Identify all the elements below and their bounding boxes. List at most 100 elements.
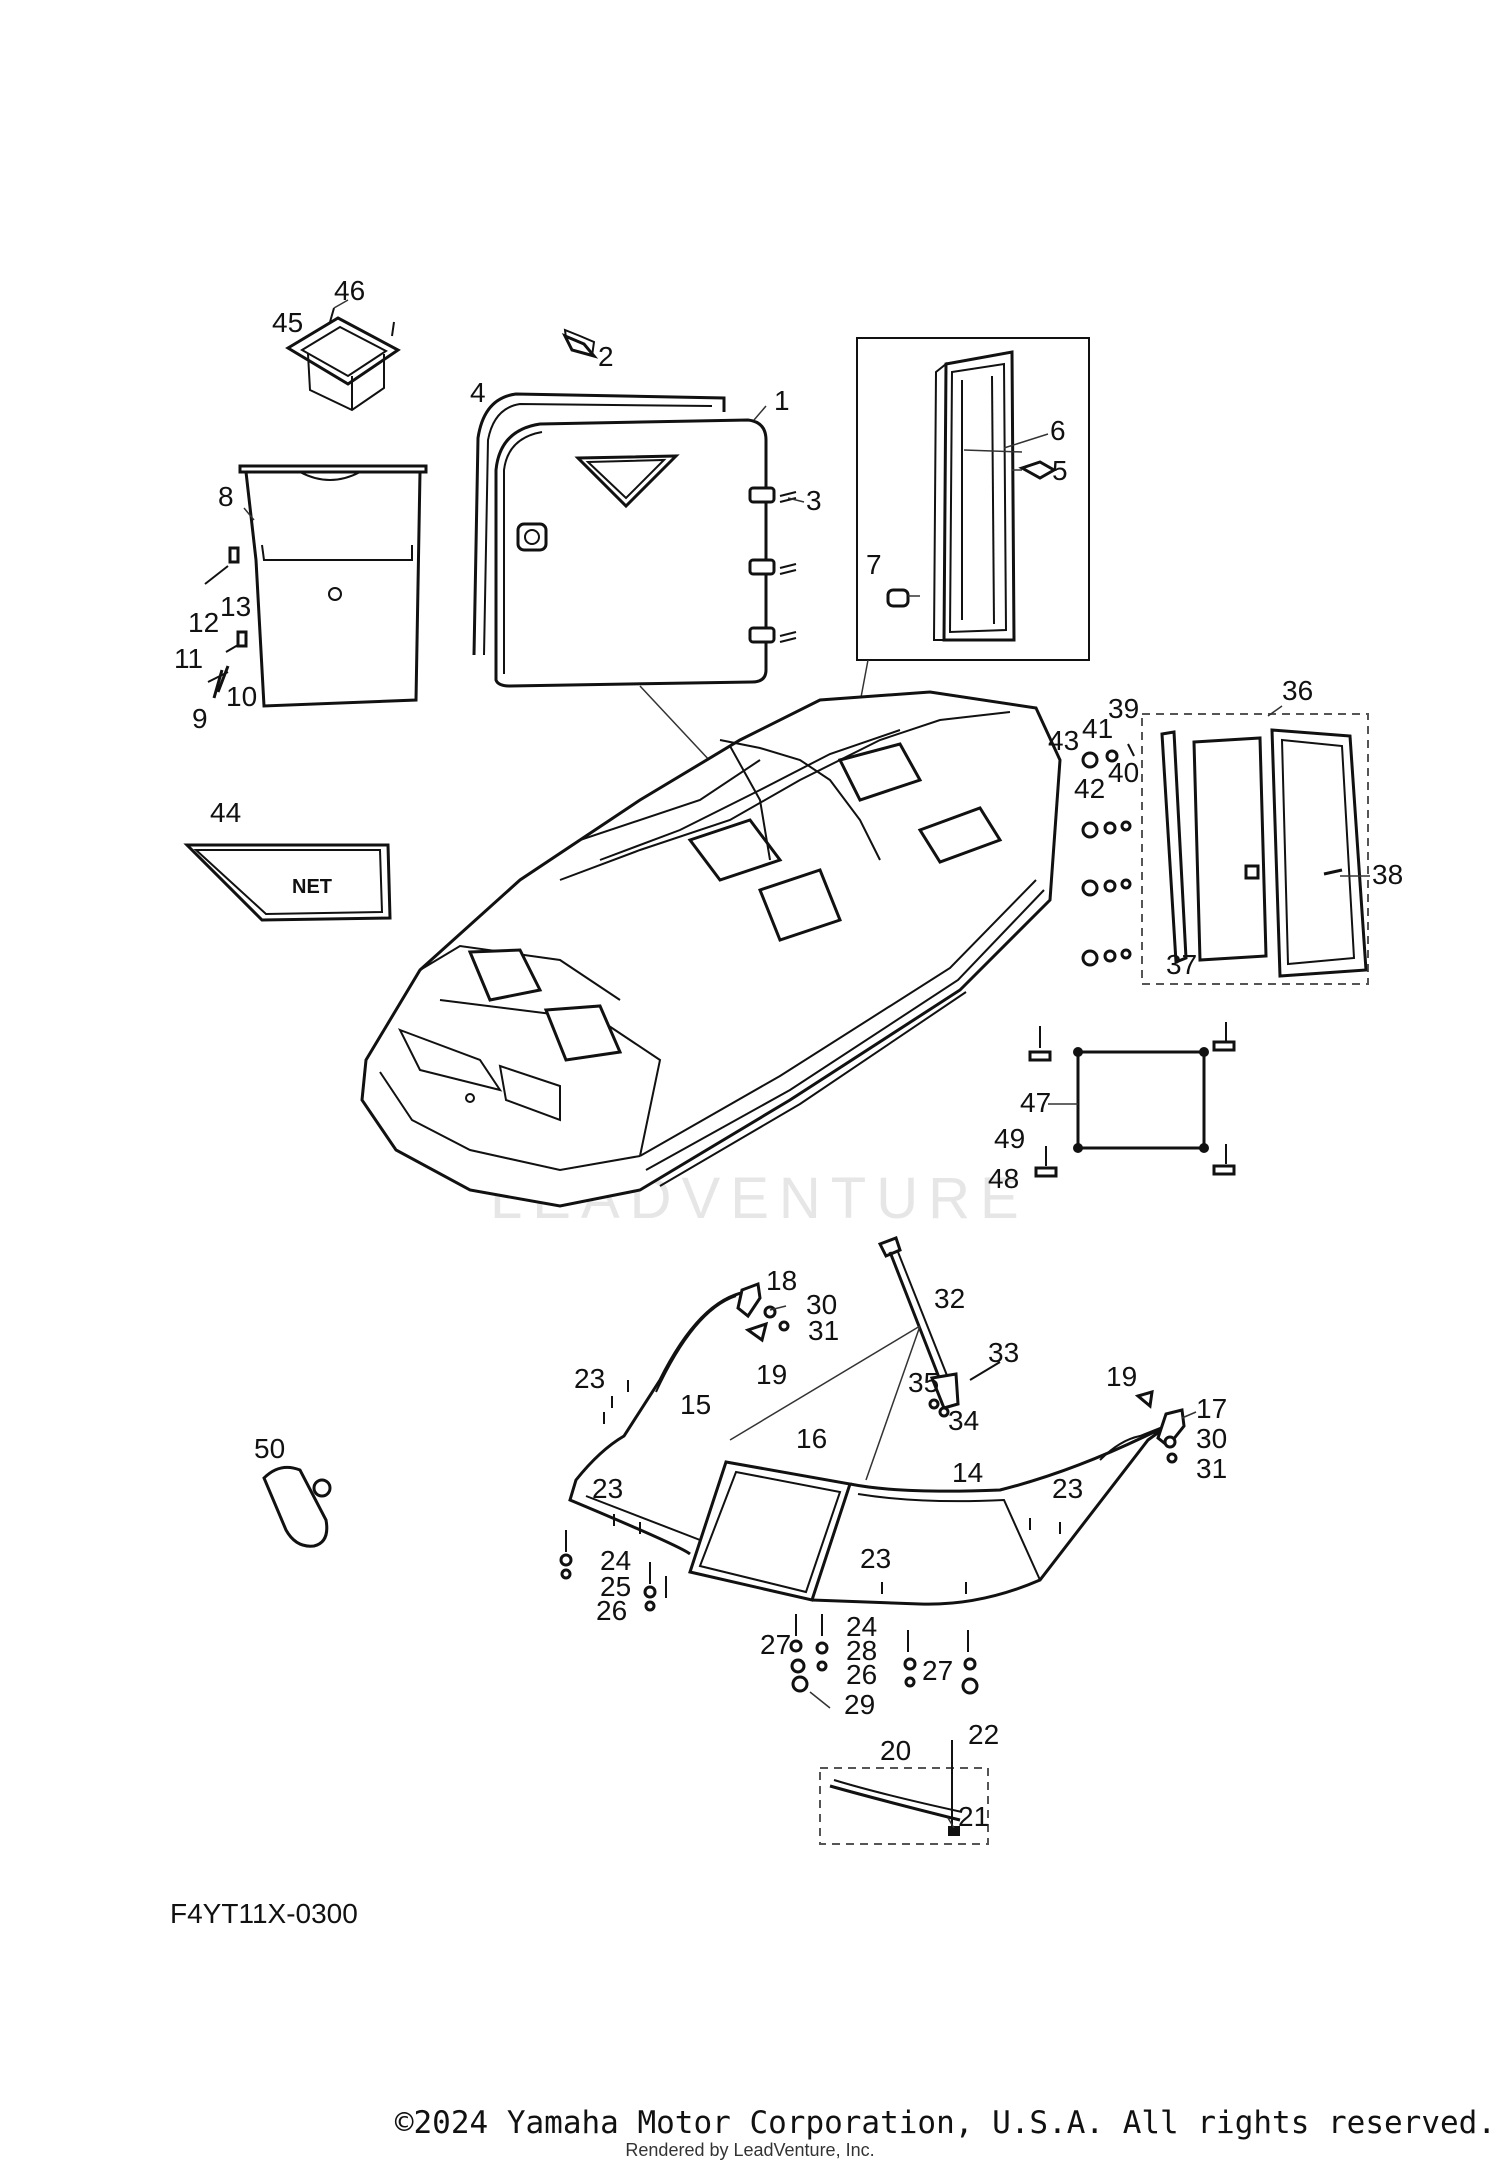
part-48-49-fasteners[interactable] [1028, 1022, 1236, 1178]
callout-3: 3 [806, 485, 822, 516]
callout-1: 1 [774, 385, 790, 416]
callout-44: 44 [210, 797, 241, 828]
callout-35: 35 [908, 1367, 939, 1398]
callout-12: 12 [188, 607, 219, 638]
callout-19a: 19 [756, 1359, 787, 1390]
net-label: NET [292, 876, 332, 898]
callout-17: 17 [1196, 1393, 1227, 1424]
callout-leaders [243, 405, 1370, 1829]
part-17-18-end-caps[interactable] [736, 1281, 1186, 1449]
callout-13: 13 [220, 591, 251, 622]
callout-23a: 23 [574, 1363, 605, 1394]
callout-49: 49 [994, 1123, 1025, 1154]
callout-23c: 23 [1052, 1473, 1083, 1504]
callout-10: 10 [226, 681, 257, 712]
callout-7: 7 [866, 549, 882, 580]
callout-37: 37 [1166, 949, 1197, 980]
callout-2: 2 [598, 341, 614, 372]
callout-9: 9 [192, 703, 208, 734]
part-34-35-fasteners[interactable] [928, 1398, 950, 1418]
part-16-windshield-center[interactable] [688, 1460, 852, 1602]
part-30-31-hardware[interactable] [763, 1305, 1178, 1464]
part-8-storage-bin[interactable] [238, 464, 428, 708]
callout-30a: 30 [806, 1289, 837, 1320]
diagram-code: F4YT11X-0300 [170, 1898, 358, 1929]
callout-11: 11 [174, 643, 203, 674]
part-24-29-mounting-hardware[interactable] [559, 1530, 979, 1695]
callout-34: 34 [948, 1405, 979, 1436]
part-36-door-frame[interactable] [1270, 728, 1368, 978]
callout-14: 14 [952, 1457, 983, 1488]
callout-18: 18 [766, 1265, 797, 1296]
part-14-windshield-right[interactable] [811, 1422, 1171, 1606]
part-3-hinge[interactable] [748, 486, 797, 644]
callout-28: 28 [846, 1635, 877, 1666]
callout-16: 16 [796, 1423, 827, 1454]
part-4-door-seal[interactable] [472, 392, 726, 656]
callout-38: 38 [1372, 859, 1403, 890]
part-32-support-strut[interactable] [877, 1236, 960, 1410]
callout-36: 36 [1282, 675, 1313, 706]
callout-27a: 27 [760, 1629, 791, 1660]
part-23-screws[interactable] [603, 1380, 1061, 1594]
part-20-wiper-blade[interactable] [829, 1779, 963, 1822]
rendered-by-notice: Rendered by LeadVenture, Inc. [625, 2140, 875, 2160]
part-46-screw[interactable] [329, 307, 395, 337]
callout-40: 40 [1108, 757, 1139, 788]
part-50-mirror[interactable] [262, 1465, 332, 1548]
part-38-screw[interactable] [1323, 868, 1343, 876]
callout-47: 47 [1020, 1087, 1051, 1118]
part-21-nut[interactable] [948, 1826, 960, 1836]
callout-45: 45 [272, 307, 303, 338]
callout-27b: 27 [922, 1655, 953, 1686]
part-15-windshield-left[interactable] [568, 1290, 747, 1556]
part-36-side-door-box [1141, 713, 1369, 985]
callout-19b: 19 [1106, 1361, 1137, 1392]
callout-42: 42 [1074, 773, 1105, 804]
part-7-knob[interactable] [886, 588, 910, 608]
callout-30b: 30 [1196, 1423, 1227, 1454]
part-6-panel-frame[interactable] [932, 350, 1016, 642]
part-45-tray[interactable] [285, 316, 401, 412]
callout-29: 29 [844, 1689, 875, 1720]
part-39-43-washers[interactable] [1081, 743, 1135, 967]
part-9-13-latch-hardware[interactable] [204, 546, 248, 699]
callout-4: 4 [470, 377, 486, 408]
part-20-wiper-box [819, 1767, 989, 1845]
part-44-net[interactable]: NET [183, 843, 392, 922]
part-2-bracket[interactable] [561, 328, 599, 359]
callout-31b: 31 [1196, 1453, 1227, 1484]
callout-33: 33 [988, 1337, 1019, 1368]
callout-41: 41 [1082, 713, 1113, 744]
callout-32: 32 [934, 1283, 965, 1314]
callout-20: 20 [880, 1735, 911, 1766]
callout-50: 50 [254, 1433, 285, 1464]
callout-5: 5 [1052, 455, 1068, 486]
callout-8: 8 [218, 481, 234, 512]
copyright-notice: ©2024 Yamaha Motor Corporation, U.S.A. A… [394, 2105, 1496, 2141]
callout-46: 46 [334, 275, 365, 306]
callout-15: 15 [680, 1389, 711, 1420]
callout-labels: 46 45 2 4 1 3 8 6 5 7 13 12 11 10 9 36 3… [174, 275, 1403, 1832]
part-5-clip[interactable] [1018, 460, 1058, 480]
callout-26b: 26 [846, 1659, 877, 1690]
callout-25: 25 [600, 1571, 631, 1602]
part-36-door-panel[interactable] [1192, 736, 1268, 962]
callout-24a: 24 [600, 1545, 631, 1576]
callout-48: 48 [988, 1163, 1019, 1194]
part-47-cover[interactable] [1073, 1047, 1209, 1153]
part-37-seal-strip[interactable] [1160, 730, 1188, 965]
part-33-spring[interactable] [969, 1361, 1001, 1381]
callout-24b: 24 [846, 1611, 877, 1642]
callout-21: 21 [958, 1801, 989, 1832]
callout-43: 43 [1048, 725, 1079, 756]
callout-22: 22 [968, 1719, 999, 1750]
part-1-door-panel[interactable] [494, 418, 768, 688]
callout-6: 6 [1050, 415, 1066, 446]
detail-inset-box [856, 337, 1090, 661]
callout-23b: 23 [592, 1473, 623, 1504]
callout-39: 39 [1108, 693, 1139, 724]
part-19-clips[interactable] [744, 1321, 1154, 1409]
callout-26a: 26 [596, 1595, 627, 1626]
